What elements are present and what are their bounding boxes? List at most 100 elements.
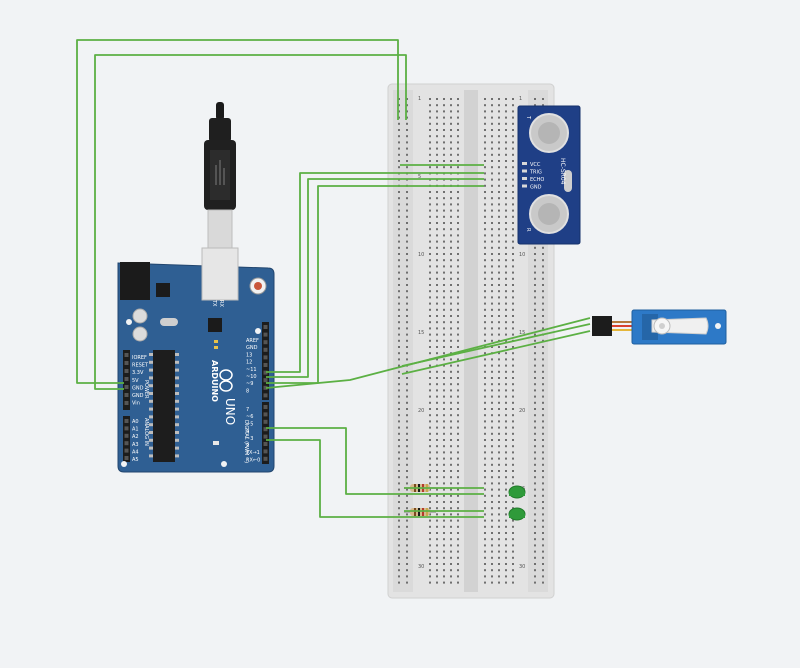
breadboard-hole[interactable] xyxy=(505,104,507,107)
breadboard-hole[interactable] xyxy=(443,377,445,379)
breadboard-hole[interactable] xyxy=(498,346,500,348)
breadboard-hole[interactable] xyxy=(542,563,544,565)
breadboard-hole[interactable] xyxy=(406,129,408,131)
breadboard-hole[interactable] xyxy=(457,519,459,522)
breadboard-hole[interactable] xyxy=(512,327,514,330)
breadboard-hole[interactable] xyxy=(450,308,452,311)
breadboard-hole[interactable] xyxy=(457,532,459,534)
breadboard-hole[interactable] xyxy=(498,259,500,262)
breadboard-hole[interactable] xyxy=(534,290,536,293)
breadboard-hole[interactable] xyxy=(436,476,438,479)
breadboard-hole[interactable] xyxy=(429,271,431,274)
breadboard-hole[interactable] xyxy=(398,494,400,497)
breadboard-hole[interactable] xyxy=(498,389,500,392)
breadboard-hole[interactable] xyxy=(443,296,445,299)
breadboard-hole[interactable] xyxy=(484,209,486,212)
breadboard-hole[interactable] xyxy=(457,215,459,218)
breadboard-hole[interactable] xyxy=(443,550,445,553)
breadboard-hole[interactable] xyxy=(542,259,544,262)
breadboard-hole[interactable] xyxy=(542,296,544,299)
breadboard-hole[interactable] xyxy=(484,364,486,367)
breadboard-hole[interactable] xyxy=(512,129,514,131)
breadboard-hole[interactable] xyxy=(491,184,493,187)
breadboard-hole[interactable] xyxy=(406,228,408,231)
breadboard-hole[interactable] xyxy=(450,470,452,472)
breadboard-hole[interactable] xyxy=(498,414,500,417)
breadboard-hole[interactable] xyxy=(450,203,452,206)
breadboard-hole[interactable] xyxy=(498,451,500,454)
breadboard-hole[interactable] xyxy=(505,451,507,454)
breadboard-hole[interactable] xyxy=(534,451,536,454)
breadboard-hole[interactable] xyxy=(484,308,486,311)
breadboard-hole[interactable] xyxy=(542,364,544,367)
servo-motor-icon[interactable] xyxy=(592,309,727,345)
breadboard-hole[interactable] xyxy=(498,532,500,534)
breadboard-hole[interactable] xyxy=(457,569,459,572)
breadboard-hole[interactable] xyxy=(491,563,493,565)
breadboard-hole[interactable] xyxy=(505,184,507,187)
breadboard-hole[interactable] xyxy=(406,525,408,528)
header-pin[interactable] xyxy=(124,369,129,373)
breadboard-hole[interactable] xyxy=(398,333,400,336)
breadboard-hole[interactable] xyxy=(484,284,486,286)
breadboard-hole[interactable] xyxy=(398,215,400,218)
breadboard-hole[interactable] xyxy=(512,575,514,578)
breadboard-hole[interactable] xyxy=(450,414,452,417)
breadboard-hole[interactable] xyxy=(457,110,459,113)
breadboard-hole[interactable] xyxy=(457,191,459,193)
breadboard-hole[interactable] xyxy=(436,395,438,398)
breadboard-hole[interactable] xyxy=(534,544,536,547)
breadboard-hole[interactable] xyxy=(443,153,445,156)
breadboard-hole[interactable] xyxy=(436,370,438,373)
breadboard-hole[interactable] xyxy=(457,259,459,262)
breadboard-hole[interactable] xyxy=(512,296,514,299)
breadboard-hole[interactable] xyxy=(436,135,438,138)
breadboard-hole[interactable] xyxy=(443,389,445,392)
breadboard-hole[interactable] xyxy=(498,556,500,559)
breadboard-hole[interactable] xyxy=(443,364,445,367)
breadboard-hole[interactable] xyxy=(534,426,536,429)
breadboard-hole[interactable] xyxy=(443,160,445,162)
breadboard-hole[interactable] xyxy=(450,141,452,144)
breadboard-hole[interactable] xyxy=(443,575,445,578)
breadboard-hole[interactable] xyxy=(443,346,445,348)
breadboard-hole[interactable] xyxy=(491,538,493,541)
breadboard-hole[interactable] xyxy=(436,401,438,404)
breadboard-hole[interactable] xyxy=(406,476,408,479)
breadboard-hole[interactable] xyxy=(450,408,452,410)
breadboard-hole[interactable] xyxy=(436,321,438,324)
breadboard-hole[interactable] xyxy=(398,203,400,206)
breadboard-hole[interactable] xyxy=(443,315,445,317)
breadboard-hole[interactable] xyxy=(436,302,438,305)
breadboard-hole[interactable] xyxy=(512,184,514,187)
breadboard-hole[interactable] xyxy=(542,432,544,435)
breadboard-hole[interactable] xyxy=(429,135,431,138)
breadboard-hole[interactable] xyxy=(505,463,507,466)
breadboard-hole[interactable] xyxy=(498,197,500,200)
breadboard-hole[interactable] xyxy=(398,550,400,553)
breadboard-hole[interactable] xyxy=(498,525,500,528)
breadboard-hole[interactable] xyxy=(542,284,544,286)
breadboard-hole[interactable] xyxy=(406,284,408,286)
breadboard-hole[interactable] xyxy=(398,575,400,578)
breadboard-hole[interactable] xyxy=(491,581,493,584)
breadboard-hole[interactable] xyxy=(484,147,486,150)
breadboard-hole[interactable] xyxy=(450,147,452,150)
breadboard-hole[interactable] xyxy=(436,501,438,503)
breadboard-hole[interactable] xyxy=(443,259,445,262)
breadboard-hole[interactable] xyxy=(542,277,544,280)
breadboard-hole[interactable] xyxy=(450,519,452,522)
breadboard-hole[interactable] xyxy=(443,525,445,528)
breadboard-hole[interactable] xyxy=(436,315,438,317)
breadboard-hole[interactable] xyxy=(457,501,459,503)
breadboard-hole[interactable] xyxy=(534,569,536,572)
breadboard-hole[interactable] xyxy=(443,135,445,138)
header-pin[interactable] xyxy=(124,426,129,431)
breadboard-hole[interactable] xyxy=(491,215,493,218)
breadboard-hole[interactable] xyxy=(450,191,452,193)
breadboard-hole[interactable] xyxy=(534,259,536,262)
breadboard-hole[interactable] xyxy=(534,525,536,528)
breadboard-hole[interactable] xyxy=(457,302,459,305)
breadboard-hole[interactable] xyxy=(398,302,400,305)
